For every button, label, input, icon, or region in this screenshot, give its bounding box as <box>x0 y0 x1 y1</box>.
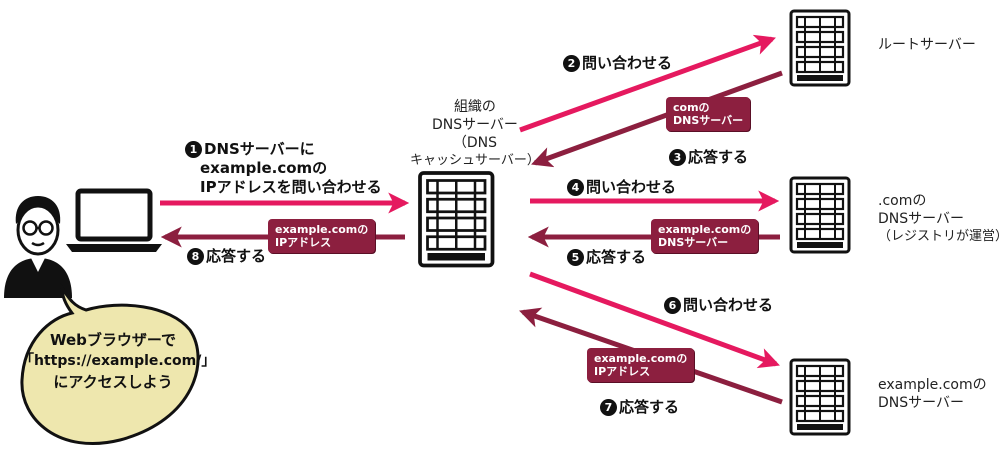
com-dns-server-label: .comの DNSサーバー （レジストリが運営） <box>878 192 1000 246</box>
root-server-label: ルートサーバー <box>878 36 976 54</box>
arrow-step6-request <box>529 271 780 369</box>
example-dns-line1: example.comの <box>878 377 987 393</box>
step1-number: 1 <box>185 141 202 158</box>
step1-line3: IPアドレスを問い合わせる <box>200 178 382 196</box>
example-dns-tag-line2: DNSサーバー <box>658 236 729 249</box>
example-dns-server-label: example.comの DNSサーバー <box>878 376 987 412</box>
com-dns-server-icon <box>789 176 851 254</box>
com-dns-tag: comの DNSサーバー <box>666 97 751 131</box>
example-dns-line2: DNSサーバー <box>878 395 964 411</box>
ip-tag-left-line1: example.comの <box>275 223 369 236</box>
step8-text: 応答する <box>206 247 267 265</box>
step2-text: 問い合わせる <box>582 54 673 72</box>
org-dns-line2: DNSサーバー <box>431 117 518 133</box>
step2-number: 2 <box>563 55 580 72</box>
laptop-icon <box>66 188 162 252</box>
step3-number: 3 <box>669 149 686 166</box>
ip-address-tag-bottom: example.comの IPアドレス <box>587 348 695 382</box>
org-dns-line3: （DNS <box>452 135 497 151</box>
com-dns-line2: DNSサーバー <box>878 211 964 227</box>
step6-text: 問い合わせる <box>683 296 774 314</box>
bubble-line2: 「https://example.com/」 <box>20 353 216 369</box>
arrow-step3-response <box>531 70 783 168</box>
root-server-line1: ルートサーバー <box>878 37 976 53</box>
org-dns-line4: キャッシュサーバー） <box>410 153 540 168</box>
step1-line1: DNSサーバーに <box>204 140 315 158</box>
example-dns-tag-line1: example.comの <box>658 223 752 236</box>
org-dns-server-icon <box>418 171 495 268</box>
root-server-icon <box>789 9 851 87</box>
step7-text: 応答する <box>619 398 680 416</box>
step6-number: 6 <box>664 297 681 314</box>
ip-tag-left-line2: IPアドレス <box>275 236 332 249</box>
step3-text: 応答する <box>688 148 749 166</box>
step1-line2: example.comの <box>200 159 328 177</box>
speech-bubble-text: Webブラウザーで 「https://example.com/」 にアクセスしよ… <box>20 330 216 393</box>
step5-number: 5 <box>567 249 584 266</box>
bubble-line3: にアクセスしよう <box>53 373 173 391</box>
bubble-line1: Webブラウザーで <box>49 331 177 349</box>
user-avatar-icon <box>4 196 72 298</box>
com-dns-tag-line2: DNSサーバー <box>673 114 744 127</box>
step4-text: 問い合わせる <box>586 178 677 196</box>
example-dns-server-icon <box>789 358 851 436</box>
step4-number: 4 <box>567 179 584 196</box>
step8-number: 8 <box>187 248 204 265</box>
com-dns-line3: （レジストリが運営） <box>878 229 1000 244</box>
arrow-step2-request <box>519 34 776 133</box>
com-dns-tag-line1: comの <box>673 101 710 114</box>
example-dns-tag: example.comの DNSサーバー <box>651 219 759 253</box>
org-dns-line1: 組織の <box>453 99 496 115</box>
ip-address-tag-left: example.comの IPアドレス <box>268 219 376 253</box>
speech-bubble <box>20 283 200 446</box>
step7-number: 7 <box>600 399 617 416</box>
org-dns-server-label: 組織の DNSサーバー （DNS キャッシュサーバー） <box>410 98 540 170</box>
step5-text: 応答する <box>586 248 647 266</box>
com-dns-line1: .comの <box>878 193 927 209</box>
ip-tag-bottom-line1: example.comの <box>594 352 688 365</box>
ip-tag-bottom-line2: IPアドレス <box>594 365 651 378</box>
